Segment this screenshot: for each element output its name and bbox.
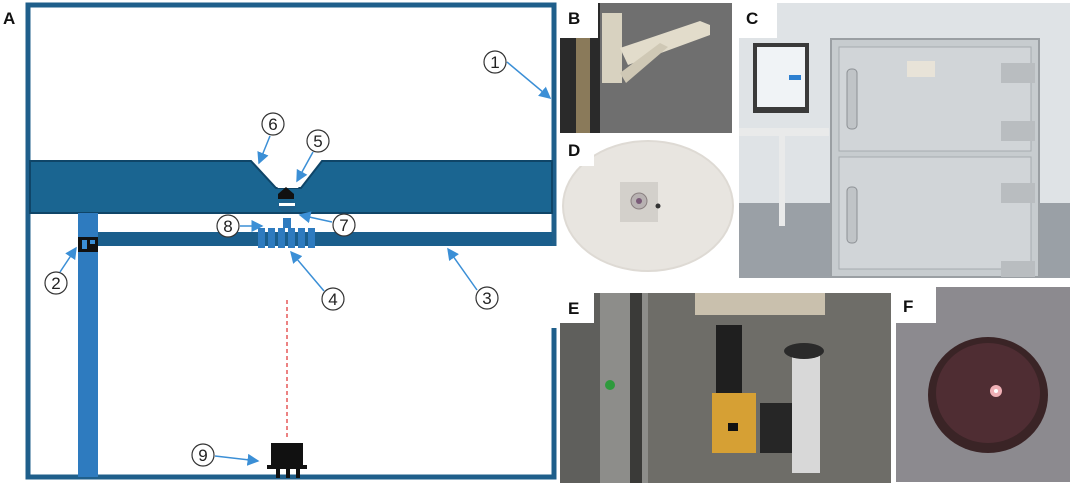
callout-5-text: 5 [313, 132, 322, 151]
panel-label-e-bg [560, 293, 594, 323]
callout-7-text: 7 [339, 216, 348, 235]
callout-6: 6 [257, 112, 285, 165]
panel-label-f-bg [896, 287, 936, 323]
horizontal-arm [98, 232, 552, 246]
callout-1: 1 [483, 50, 552, 99]
photo-chamber [739, 3, 1070, 278]
callout-8-text: 8 [223, 217, 232, 236]
vertical-post [78, 213, 98, 477]
callout-2: 2 [44, 246, 77, 295]
panel-label-c-bg [739, 3, 777, 38]
callout-5: 5 [296, 129, 330, 183]
photo-optical-setup [560, 293, 891, 483]
callout-9: 9 [191, 443, 260, 467]
callout-1-text: 1 [490, 53, 499, 72]
panel-label-f: F [903, 297, 914, 316]
panel-label-c: C [746, 9, 759, 28]
callout-3-text: 3 [482, 289, 491, 308]
photo-sample-disk [560, 134, 735, 279]
callout-4: 4 [290, 250, 345, 311]
sample-holder [258, 218, 315, 248]
chamber-frame [25, 2, 557, 480]
laser-source [267, 443, 307, 478]
panel-label-e: E [568, 299, 580, 318]
panel-label-b: B [568, 9, 581, 28]
callout-3: 3 [447, 247, 499, 310]
panel-label-d: D [568, 141, 581, 160]
panel-label-a: A [3, 9, 16, 28]
chamber-wall-gap [549, 246, 559, 328]
schematic-diagram: 1 2 3 4 5 6 7 8 9 [25, 2, 559, 480]
upper-platform [29, 160, 553, 214]
panel-label-b-bg [560, 3, 598, 38]
callout-9-text: 9 [198, 446, 207, 465]
callout-8: 8 [216, 214, 264, 238]
callout-4-text: 4 [328, 290, 337, 309]
callout-6-text: 6 [268, 115, 277, 134]
panel-label-d-bg [560, 136, 594, 166]
sensor-head [278, 187, 296, 212]
position-sensor [78, 237, 98, 252]
callout-7: 7 [298, 211, 356, 237]
callout-2-text: 2 [51, 274, 60, 293]
